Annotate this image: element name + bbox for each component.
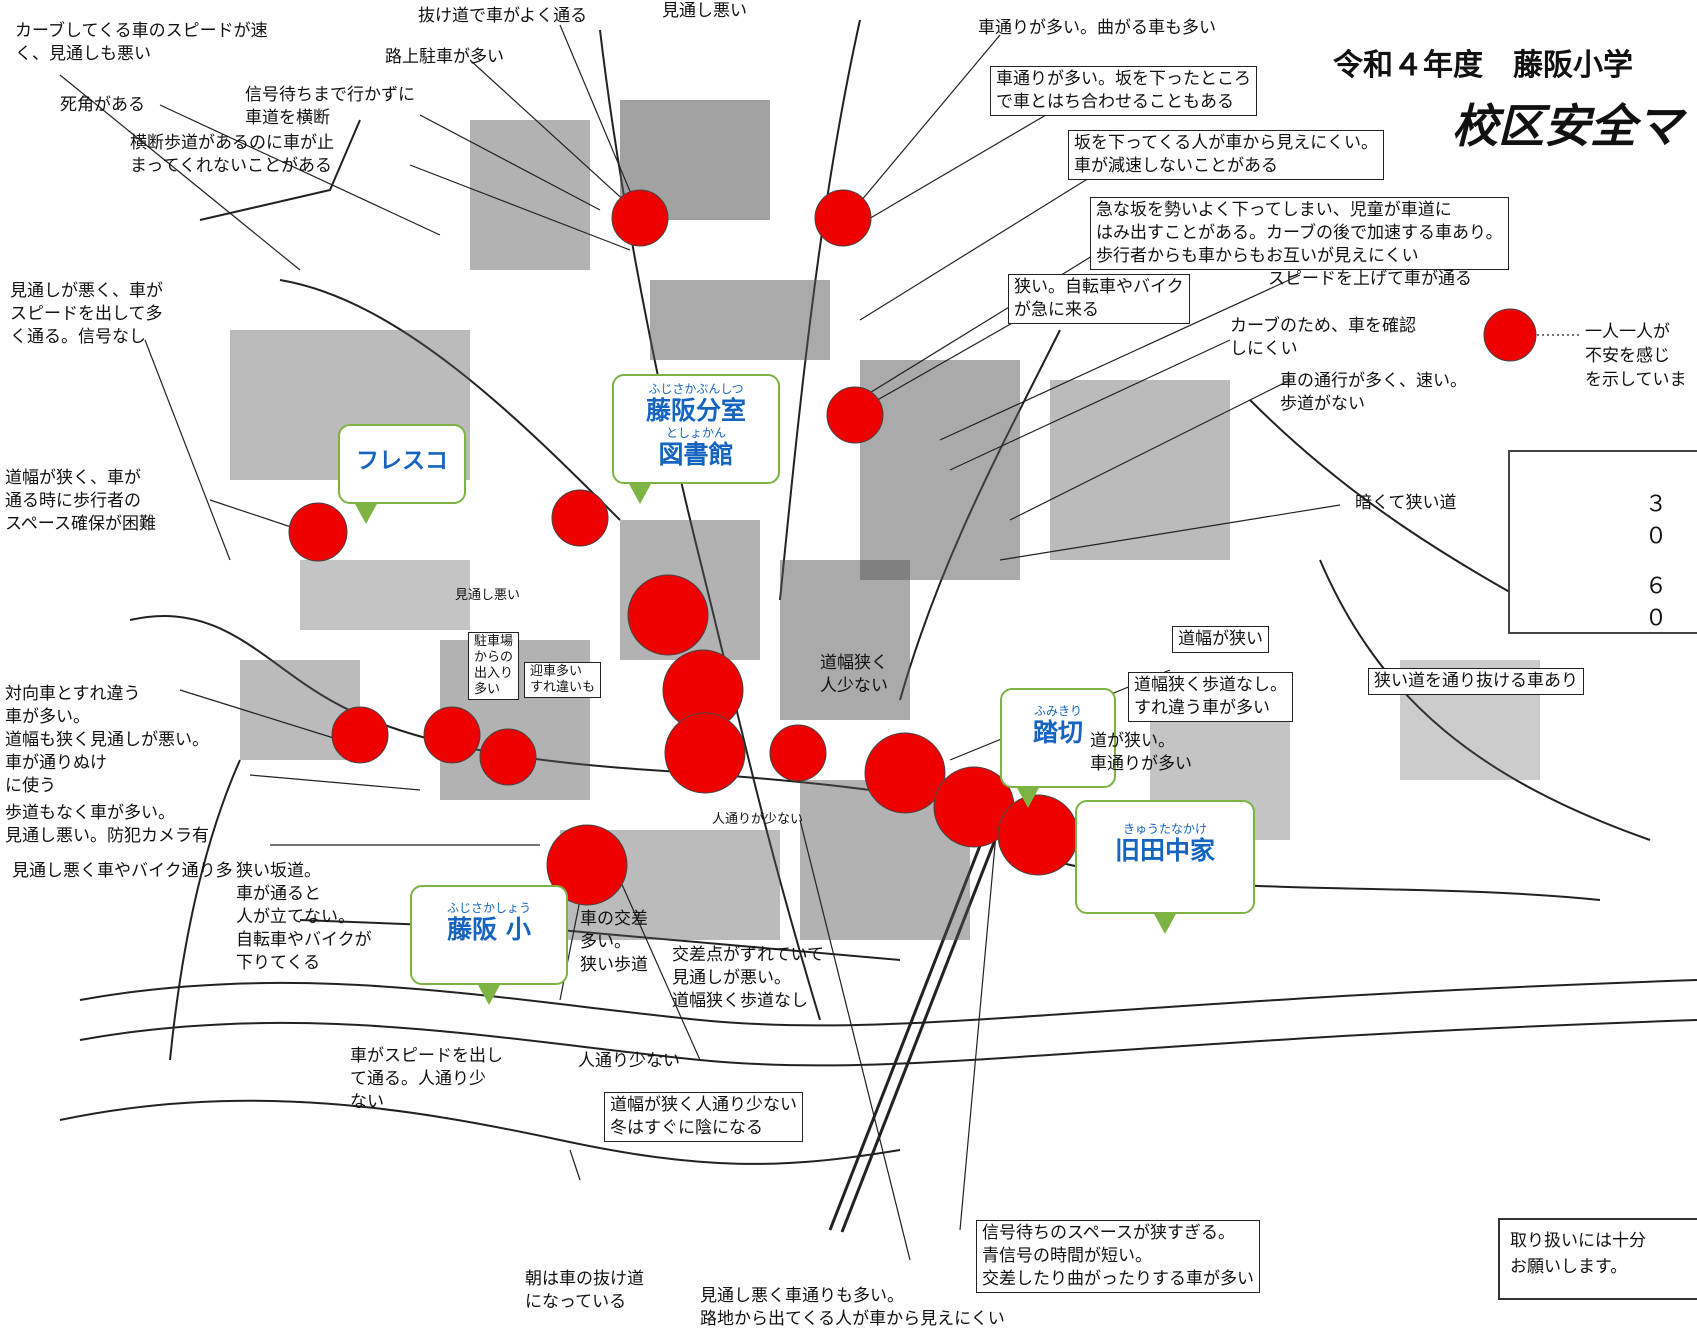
note-11: 急な坂を勢いよく下ってしまい、児童が車道に はみ出すことがある。カーブの後で加速…: [1090, 197, 1509, 270]
note-6: 信号待ちまで行かずに 車道を横断: [245, 85, 415, 128]
risk-marker[interactable]: [814, 189, 872, 247]
legend-label-large: ６０: [1645, 574, 1678, 631]
library-ruby-2: としょかん: [665, 426, 726, 440]
note-21: 迎車多い すれ違いも: [524, 662, 602, 698]
risk-marker[interactable]: [864, 732, 946, 814]
note-19: 見通し悪い: [455, 588, 521, 603]
note-5: 路上駐車が多い: [385, 47, 504, 67]
risk-marker[interactable]: [423, 706, 481, 764]
page-subtitle: 校区安全マ: [1452, 99, 1682, 153]
note-37: 人通り少ない: [578, 1051, 680, 1071]
note-23: 道幅が狭い: [1172, 626, 1269, 653]
note-22: 道幅狭く 人少ない: [820, 653, 888, 696]
legend-box: [1508, 450, 1697, 634]
note-2: 死角がある: [60, 95, 145, 115]
callout-fresco[interactable]: フレスコ: [338, 424, 466, 524]
risk-marker[interactable]: [546, 824, 628, 906]
legend-label-small: ３０: [1645, 492, 1678, 549]
note-16: 見通しが悪く、車が スピードを出して多 く通る。信号なし: [10, 281, 163, 347]
note-27: 対向車とすれ違う 車が多い。: [5, 684, 141, 727]
river: [59, 979, 1697, 1165]
school-name: 藤阪 小: [447, 915, 531, 944]
tanaka-ruby: きゅうたなかけ: [1122, 822, 1207, 836]
note-7: 横断歩道があるのに車が止 まってくれないことがある: [130, 133, 334, 176]
callout-crossing[interactable]: ふみきり 踏切: [1000, 688, 1116, 808]
callout-tanaka[interactable]: きゅうたなかけ 旧田中家: [1075, 800, 1255, 934]
note-4: 見通し悪い: [662, 1, 747, 21]
note-9: 車通りが多い。坂を下ったところ で車とはち合わせることもある: [990, 66, 1257, 116]
note-32: 狭い坂道。 車が通ると 人が立てない。 自転車やバイクが 下りてくる: [236, 861, 372, 973]
tanaka-name: 旧田中家: [1114, 836, 1215, 865]
handling-note: 取り扱いには十分 お願いします。: [1498, 1218, 1697, 1300]
crossing-ruby: ふみきり: [1033, 704, 1082, 718]
note-35: 交差点がずれていて 見通しが悪い。 道幅狭く歩道なし: [672, 945, 824, 1011]
risk-marker[interactable]: [288, 502, 348, 562]
note-41: 見通し悪く車通りも多い。 路地から出てくる人が車から見えにくい: [700, 1286, 1005, 1329]
note-30: 歩道もなく車が多い。 見通し悪い。防犯カメラ有: [5, 803, 209, 846]
leader-lines: [59, 24, 1341, 1261]
note-33: 人通りが少ない: [712, 812, 804, 827]
note-17: 道幅が狭く、車が 通る時に歩行者の スペース確保が困難: [5, 468, 156, 534]
risk-marker[interactable]: [331, 706, 389, 764]
crossing-name: 踏切: [1032, 718, 1083, 747]
risk-marker[interactable]: [551, 489, 609, 547]
risk-marker[interactable]: [664, 712, 746, 794]
note-38: 道幅が狭く人通り少ない 冬はすぐに陰になる: [604, 1092, 803, 1142]
note-25: 狭い道を通り抜ける車あり: [1368, 668, 1584, 695]
note-18: 暗くて狭い道: [1355, 493, 1457, 513]
note-39: 信号待ちのスペースが狭すぎる。 青信号の時間が短い。 交差したり曲がったりする車…: [976, 1220, 1260, 1293]
library-name-1: 藤阪分室: [645, 396, 746, 425]
legend-description: 一人一人が 不安を感じ を示していま: [1585, 322, 1687, 390]
callout-school[interactable]: ふじさかしょう 藤阪 小: [410, 885, 568, 1005]
risk-marker[interactable]: [826, 386, 884, 444]
library-ruby-1: ふじさかぶんしつ: [648, 382, 744, 396]
note-10: 坂を下ってくる人が車から見えにくい。 車が減速しないことがある: [1068, 130, 1384, 180]
note-26: 道が狭い。 車通りが多い: [1090, 731, 1192, 774]
risk-marker[interactable]: [611, 189, 669, 247]
fresco-name: フレスコ: [356, 448, 448, 474]
note-1: カーブしてくる車のスピードが速 く、見通しも悪い: [15, 21, 268, 64]
note-31: 見通し悪く車やバイク通り多: [12, 861, 233, 881]
legend-marker-description: [1483, 308, 1537, 362]
note-34: 車の交差 多い。 狭い歩道: [580, 909, 648, 975]
note-8: 車通りが多い。曲がる車も多い: [978, 18, 1216, 38]
risk-marker[interactable]: [479, 728, 537, 786]
note-36: 車がスピードを出し て通る。人通り少 ない: [350, 1046, 503, 1112]
note-13: スピードを上げて車が通る: [1268, 269, 1472, 289]
note-24: 道幅狭く歩道なし。 すれ違う車が多い: [1128, 672, 1293, 722]
note-15: 車の通行が多く、速い。 歩道がない: [1280, 371, 1467, 414]
note-28: 道幅も狭く見通しが悪い。: [5, 730, 209, 750]
note-12: 狭い。自転車やバイク が急に来る: [1008, 274, 1190, 324]
library-name-2: 図書館: [658, 440, 734, 469]
risk-marker[interactable]: [769, 724, 827, 782]
callout-library[interactable]: ふじさかぶんしつ 藤阪分室 としょかん 図書館: [612, 374, 780, 504]
risk-markers: [288, 189, 1079, 906]
note-3: 抜け道で車がよく通る: [418, 6, 588, 26]
note-20: 駐車場 からの 出入り 多い: [468, 632, 520, 700]
note-29: 車が通りぬけ に使う: [5, 753, 107, 796]
note-14: カーブのため、車を確認 しにくい: [1230, 316, 1416, 359]
page-title: 令和４年度 藤阪小学: [1333, 48, 1633, 83]
school-ruby: ふじさかしょう: [446, 901, 531, 915]
risk-marker[interactable]: [627, 574, 709, 656]
note-40: 朝は車の抜け道 になっている: [525, 1269, 644, 1312]
railway: [828, 819, 1004, 1233]
